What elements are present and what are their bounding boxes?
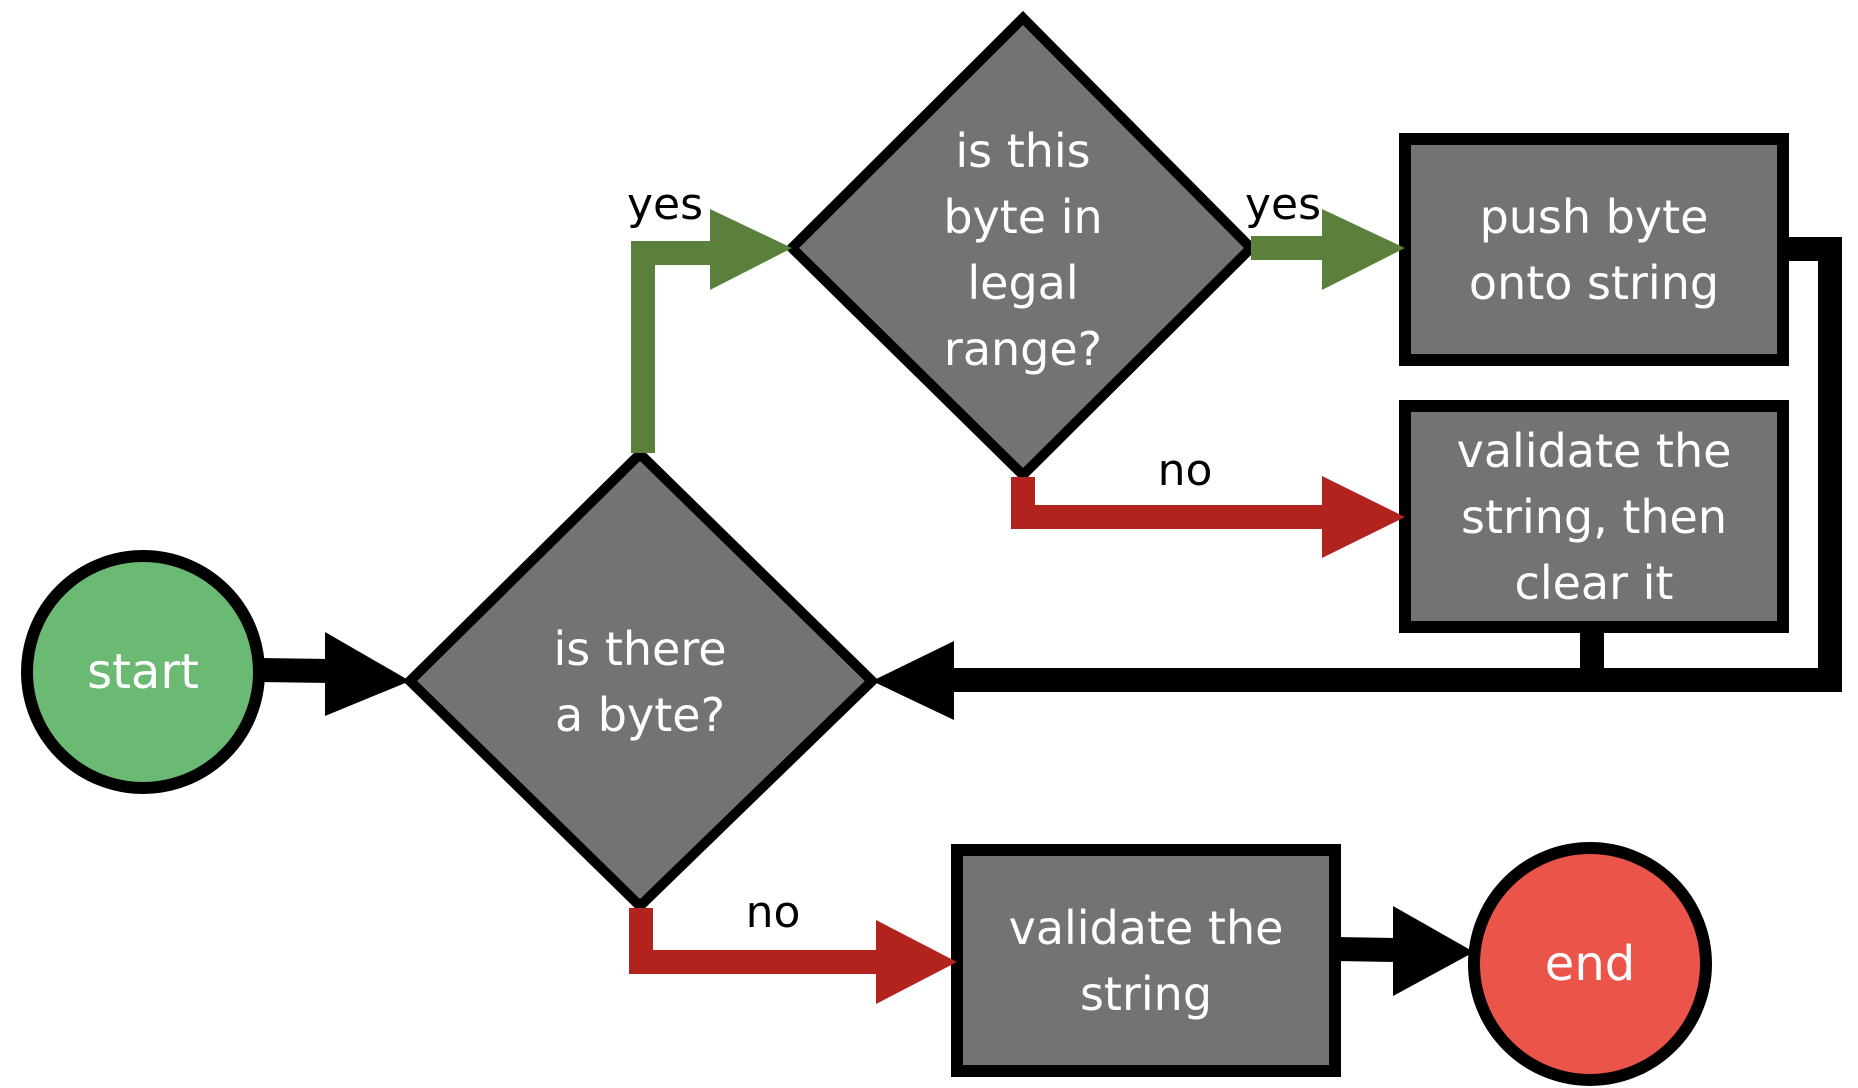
start-label: start [87, 644, 199, 700]
arrow-loop-back [872, 237, 1842, 720]
arrow-yes-to-legal-range [631, 209, 792, 453]
yes-label-upper: yes [626, 179, 704, 230]
arrow-start-to-decision [258, 632, 410, 716]
process-validate-string-label: validate the string [1008, 900, 1284, 1021]
decision-byte-legal-shape [784, 10, 1259, 483]
yes-label-right: yes [1244, 179, 1322, 230]
process-validate-clear-label: validate the string, then clear it [1456, 423, 1732, 610]
end-label: end [1544, 936, 1636, 992]
no-label-upper: no [1157, 445, 1213, 496]
arrow-yes-to-push-byte [1251, 209, 1405, 290]
arrow-no-to-validate-clear [1011, 476, 1405, 558]
decision-is-there-byte-shape [402, 446, 880, 913]
arrow-validate-to-end [1334, 906, 1474, 996]
no-label-lower: no [745, 887, 801, 938]
arrow-no-to-validate-string [629, 908, 957, 1004]
decision-is-there-byte-label: is there a byte? [553, 622, 727, 742]
process-validate-clear-shape [1399, 400, 1789, 633]
process-push-byte-label: push byte onto string [1468, 189, 1720, 310]
decision-byte-legal-label: is this byte in legal range? [943, 124, 1103, 376]
process-validate-string-shape [951, 844, 1341, 1077]
end-node-shape [1468, 842, 1712, 1086]
